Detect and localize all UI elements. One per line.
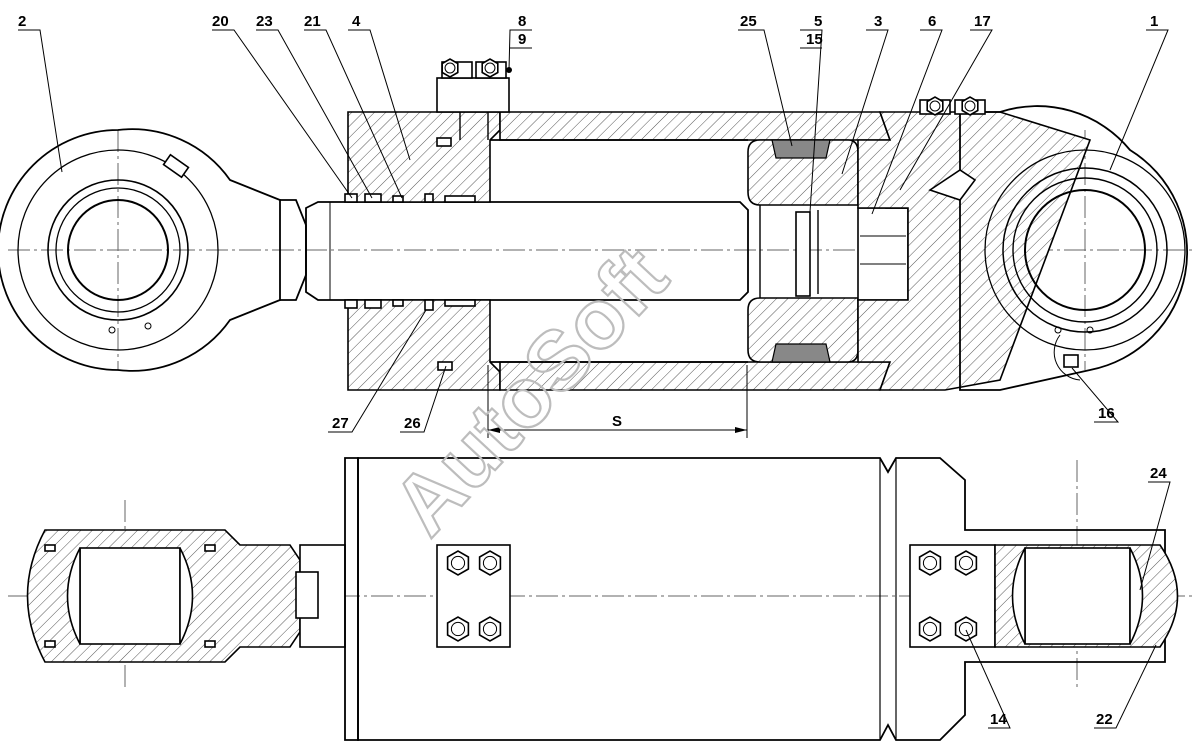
bolt-washer [444, 62, 456, 74]
bolt-washer [484, 62, 496, 74]
leader-lines [18, 29, 1171, 729]
cylinder-tube [490, 111, 892, 391]
bolt-head [446, 550, 470, 576]
bolt-head [478, 550, 502, 576]
bolt-head [441, 58, 459, 78]
top-section-view [0, 61, 1195, 438]
bolt-head [918, 550, 942, 576]
callout-labels: 2 20 23 21 4 8 9 25 5 15 3 6 17 1 27 26 … [18, 13, 1167, 728]
bolt-washer [929, 100, 941, 112]
callout-25: 25 [740, 13, 757, 30]
gland-head [344, 111, 501, 391]
callout-3: 3 [874, 13, 882, 30]
bolt-head [954, 550, 978, 576]
callout-4: 4 [352, 13, 361, 30]
bolt-washer [482, 555, 498, 571]
bolt-washer [482, 621, 498, 637]
bolt-washer [922, 555, 938, 571]
piston-nut [857, 191, 909, 301]
bolt-head [918, 616, 942, 642]
callout-22: 22 [1096, 711, 1113, 728]
bolt-head [961, 96, 979, 116]
callout-21: 21 [304, 13, 321, 30]
bolt-head [954, 616, 978, 642]
callout-8: 8 [518, 13, 526, 30]
callout-16: 16 [1098, 405, 1115, 422]
callout-6: 6 [928, 13, 936, 30]
callout-14: 14 [990, 711, 1007, 728]
bottom-plan-view [8, 457, 1195, 741]
callout-24: 24 [1150, 465, 1167, 482]
piston [747, 139, 859, 363]
bolt-washer [450, 621, 466, 637]
callout-9: 9 [518, 31, 526, 48]
bolt-head [481, 58, 499, 78]
bolt-washer [450, 555, 466, 571]
bolt-head [478, 616, 502, 642]
bolt-washer [958, 555, 974, 571]
callout-27: 27 [332, 415, 349, 432]
bolt-washer [922, 621, 938, 637]
bolt-head [446, 616, 470, 642]
bolt-washer [958, 621, 974, 637]
callout-23: 23 [256, 13, 273, 30]
bolt-head [926, 96, 944, 116]
bolt-washer [964, 100, 976, 112]
callout-1: 1 [1150, 13, 1158, 30]
piston-rod [305, 201, 749, 301]
callout-15: 15 [806, 31, 823, 48]
cylinder-head-right [857, 99, 1188, 391]
bolt-group [441, 58, 979, 642]
callout-5: 5 [814, 13, 822, 30]
callout-26: 26 [404, 415, 421, 432]
callout-17: 17 [974, 13, 991, 30]
dimension-s-label: S [612, 413, 622, 430]
stroke-dimension [487, 365, 748, 438]
callout-2: 2 [18, 13, 26, 30]
callout-20: 20 [212, 13, 229, 30]
